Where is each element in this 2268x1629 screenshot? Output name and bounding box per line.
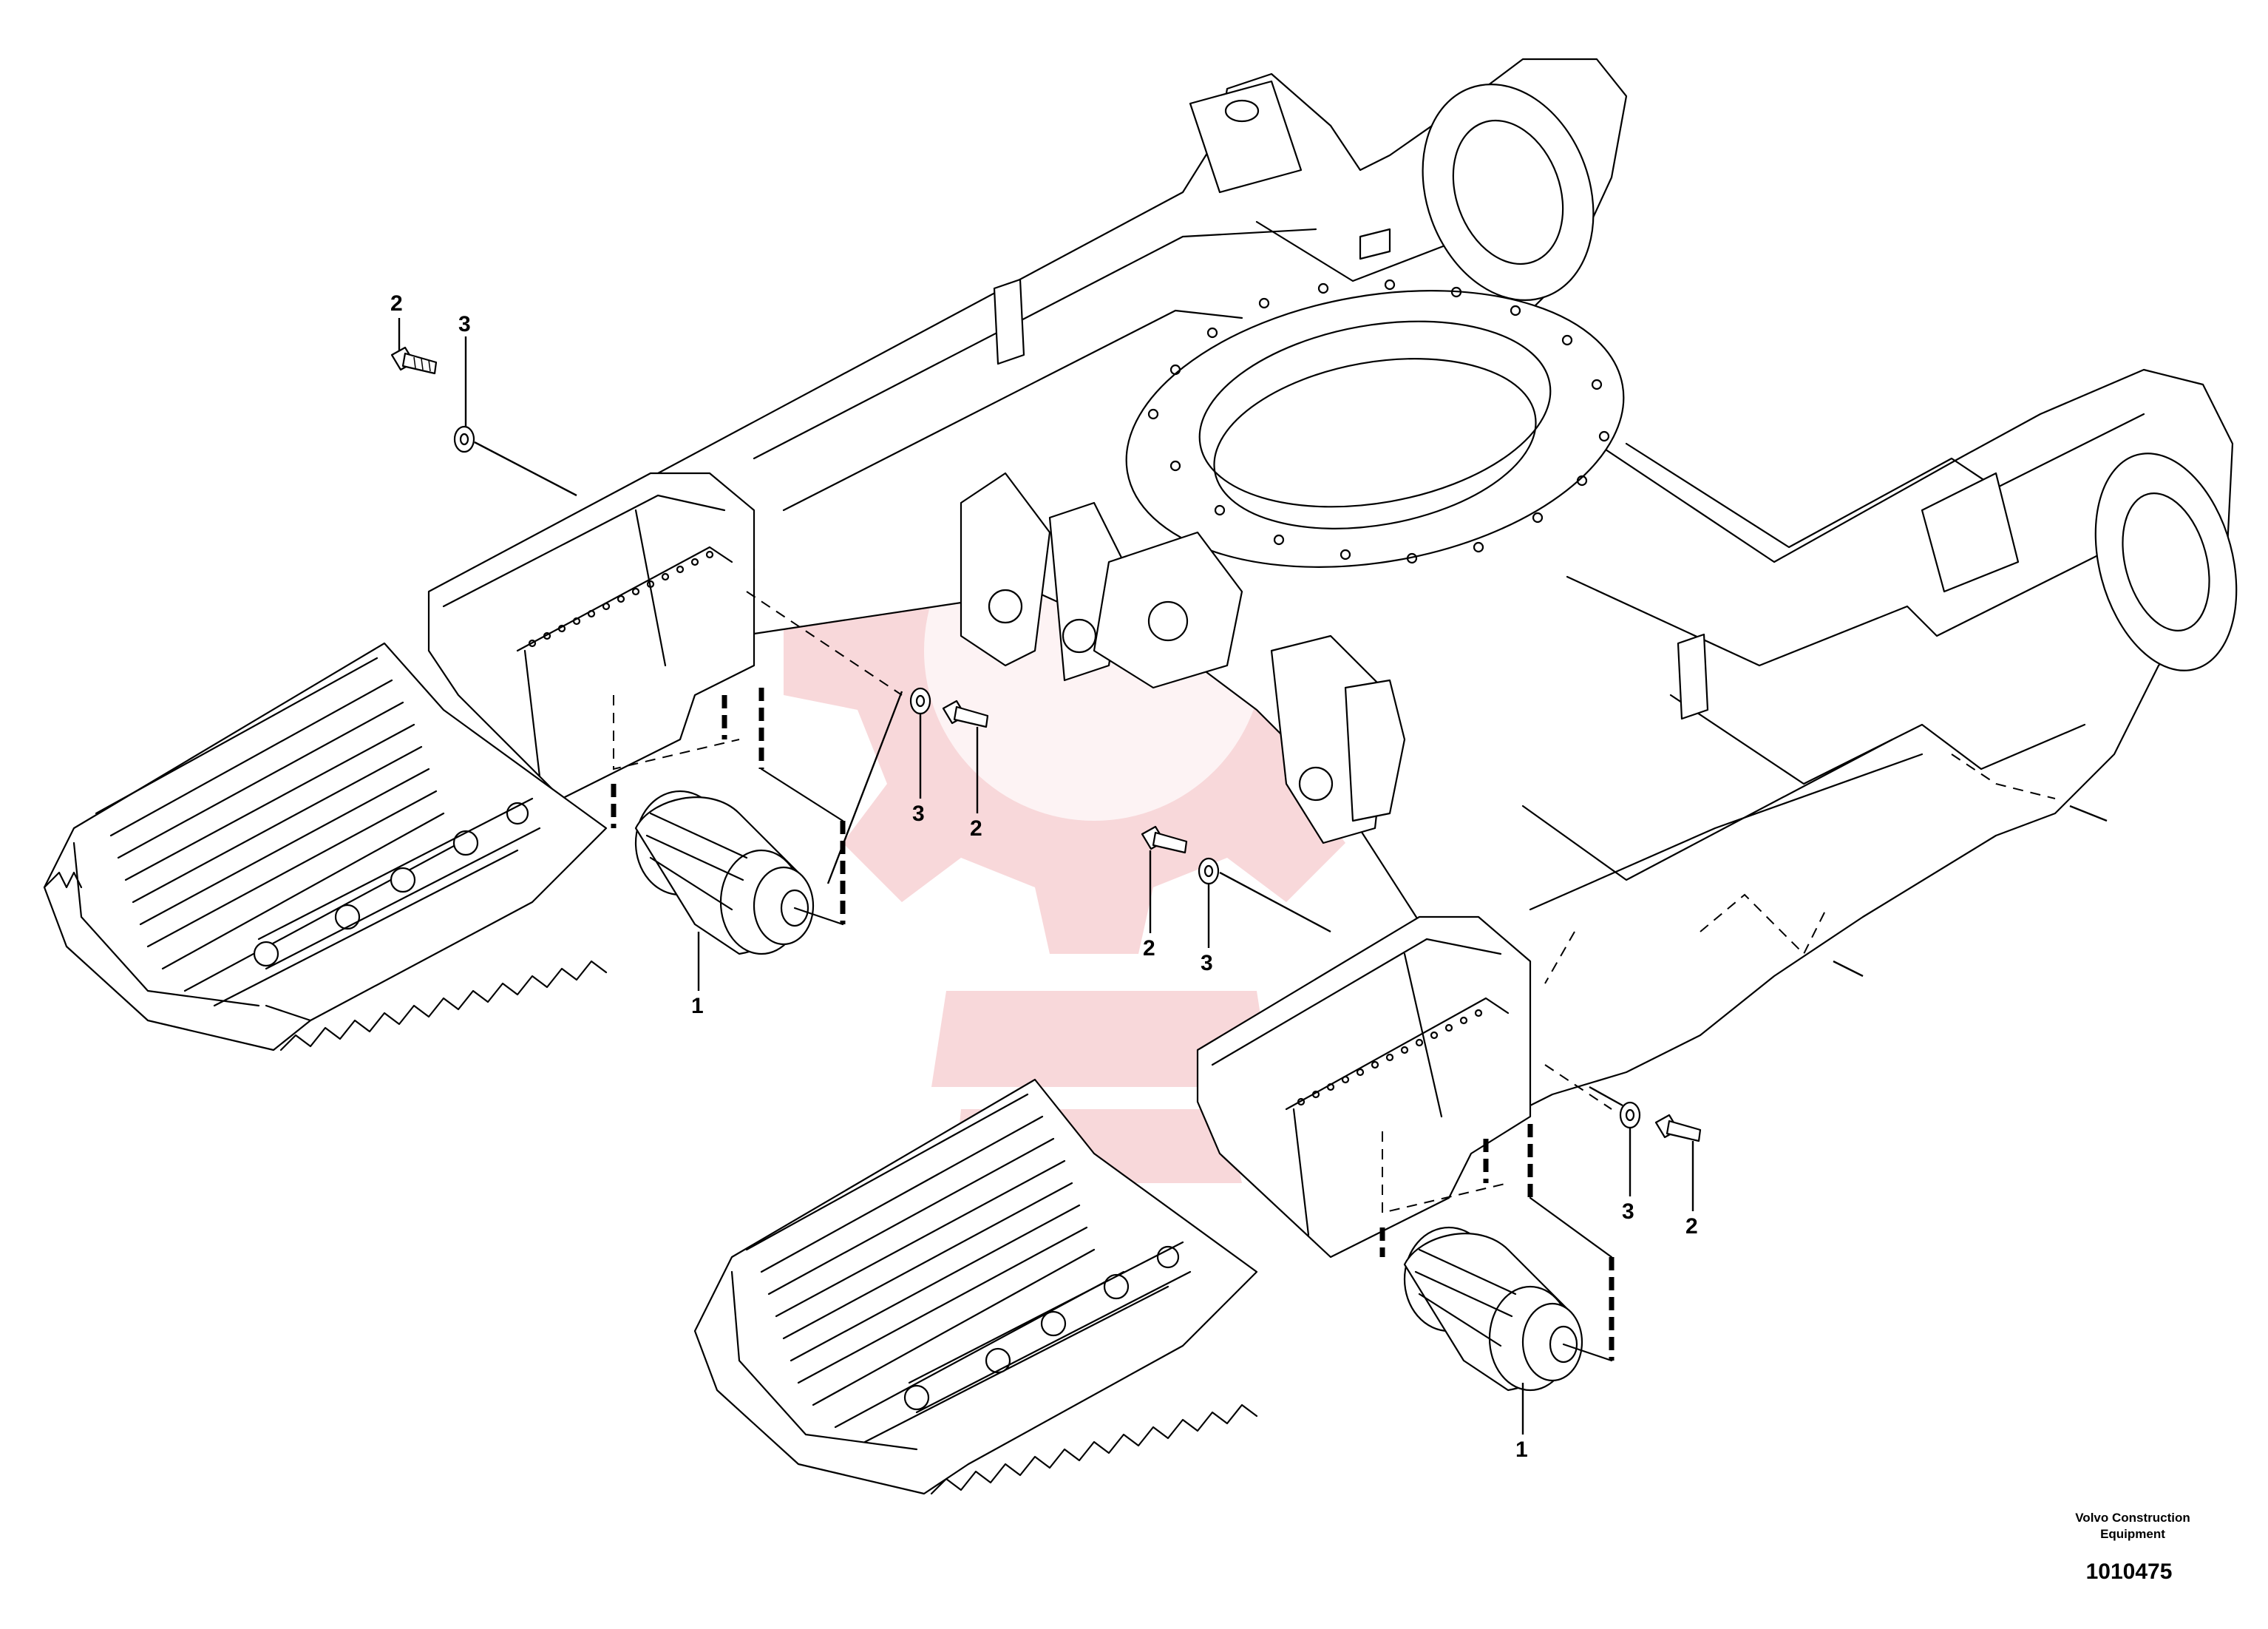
- document-number: 1010475: [2086, 1559, 2173, 1584]
- credit-line-1: Volvo Construction: [2075, 1511, 2190, 1525]
- callout-labels: 2 3 3 2 1 2 3 3 2 1: [390, 291, 1698, 1462]
- right-track-grousers: [930, 1403, 1258, 1495]
- washer-middle-right: [1198, 857, 1220, 885]
- right-track-chain: [693, 1078, 1258, 1495]
- left-roller-bolt-holes: [528, 550, 714, 648]
- bolt-lower-right: [1654, 1114, 1702, 1142]
- assembly-lines: [611, 591, 2108, 1361]
- callout-2-upper-left: 2: [390, 291, 403, 316]
- washer-middle-left: [909, 687, 931, 715]
- swing-ring-bolt-holes: [1147, 279, 1610, 564]
- callout-1-right: 1: [1515, 1437, 1528, 1462]
- bolt-middle-right: [1141, 825, 1188, 854]
- credit-line-2: Equipment: [2100, 1527, 2165, 1541]
- callout-2-lower-right: 2: [1685, 1214, 1698, 1239]
- left-track-chain: [43, 642, 608, 1051]
- callout-leaders: [398, 318, 1694, 1435]
- callout-2-middle-left: 2: [970, 816, 982, 841]
- callout-3-middle-right: 3: [1201, 951, 1213, 975]
- left-track-links: [253, 797, 541, 970]
- undercarriage-frame: [656, 58, 2238, 1133]
- left-track-shoes: [95, 657, 519, 1007]
- washer-lower-right: [1619, 1101, 1641, 1129]
- left-track-grousers: [43, 871, 608, 1051]
- right-track-frame-box: [1196, 915, 1532, 1259]
- left-track-frame-box: [427, 472, 756, 800]
- right-track-roller: [1403, 1226, 1613, 1392]
- callout-3-upper-left: 3: [458, 312, 471, 336]
- callout-3-lower-right: 3: [1622, 1199, 1634, 1224]
- right-track-links: [903, 1241, 1192, 1414]
- bolt-middle-left: [942, 700, 989, 728]
- washer-upper-left: [453, 425, 475, 453]
- left-track-roller: [634, 790, 844, 955]
- callout-2-middle-right: 2: [1143, 936, 1155, 961]
- title-block: Volvo Construction Equipment 1010475: [2075, 1511, 2190, 1584]
- right-roller-bolt-holes: [1297, 1009, 1483, 1106]
- callout-1-left: 1: [691, 994, 704, 1018]
- callout-3-middle-left: 3: [912, 802, 925, 826]
- bolt-upper-left: [390, 346, 438, 375]
